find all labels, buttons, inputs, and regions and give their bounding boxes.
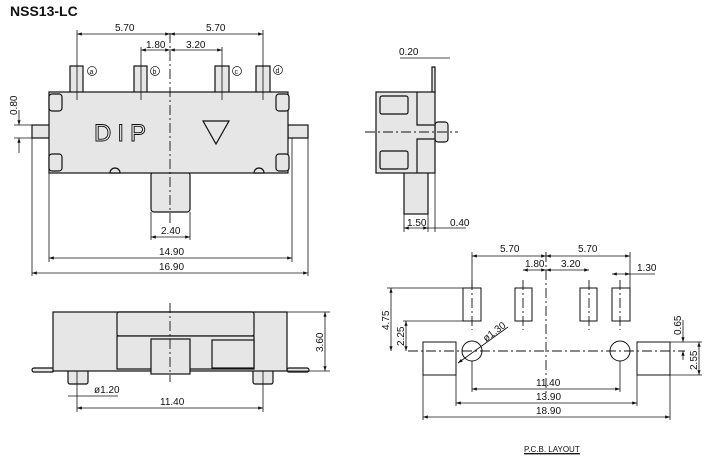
bottom-view: 3.60 ø1.20 11.40: [31, 303, 330, 412]
pin-b: [133, 65, 148, 94]
dimension-label: 18.90: [536, 406, 561, 417]
side-view: 0.20 1.50 0.40: [365, 47, 470, 232]
dimension-label: ø1.30: [481, 320, 508, 344]
dimension-label: 3.20: [561, 259, 581, 270]
pin-a: [69, 65, 84, 94]
dimension-label: 11.40: [160, 397, 185, 408]
dimension-label: 3.20: [186, 40, 206, 51]
dimension-label: 1.30: [637, 263, 657, 274]
dimension-label: 2.25: [396, 326, 407, 346]
dimension-label: 0.40: [450, 218, 470, 229]
dimension-label: 16.90: [159, 262, 184, 273]
dimension-label: 2.40: [161, 226, 181, 237]
side-tab-right: [287, 124, 309, 139]
dimension-label: 1.80: [146, 40, 166, 51]
dimension-label: 4.75: [381, 310, 392, 330]
slider-knob: [150, 171, 191, 213]
dimension-label: 0.80: [9, 95, 20, 115]
pcb-layout: 5.70 5.70 1.80 3.20 1.30 4.75 2.25 ø1.30…: [381, 244, 702, 455]
dimension-label: 3.60: [315, 332, 326, 352]
dimension-label: 5.70: [206, 23, 226, 34]
side-tab-left: [31, 124, 51, 139]
triangle-arrow-icon: [201, 120, 231, 146]
dimension-label: 14.90: [159, 247, 184, 258]
body-text: DIP: [94, 120, 152, 147]
dimension-label: 1.50: [407, 218, 427, 229]
dimension-label: a: [90, 69, 94, 76]
top-view: DIP a b c d 5.70 5.70 1.80 3.20 0.80 2.4…: [9, 23, 309, 276]
dimension-label: b: [153, 69, 157, 76]
dimension-label: 5.70: [500, 244, 520, 255]
dimension-label: d: [276, 68, 280, 75]
dimension-label: 11.40: [536, 378, 561, 389]
switch-body: [48, 91, 289, 174]
dimension-label: 2.55: [689, 350, 700, 370]
dimension-label: ø1.20: [94, 385, 120, 396]
pcb-layout-label: P.C.B. LAYOUT: [524, 445, 580, 454]
dimension-label: 0.65: [673, 315, 684, 335]
drawing-title: NSS13-LC: [10, 3, 78, 19]
dimension-label: 5.70: [115, 23, 135, 34]
dimension-label: 0.20: [399, 47, 419, 58]
dimension-label: 13.90: [536, 392, 561, 403]
dimension-label: 5.70: [578, 244, 598, 255]
dimension-label: c: [235, 69, 239, 76]
dimension-label: 1.80: [525, 259, 545, 270]
